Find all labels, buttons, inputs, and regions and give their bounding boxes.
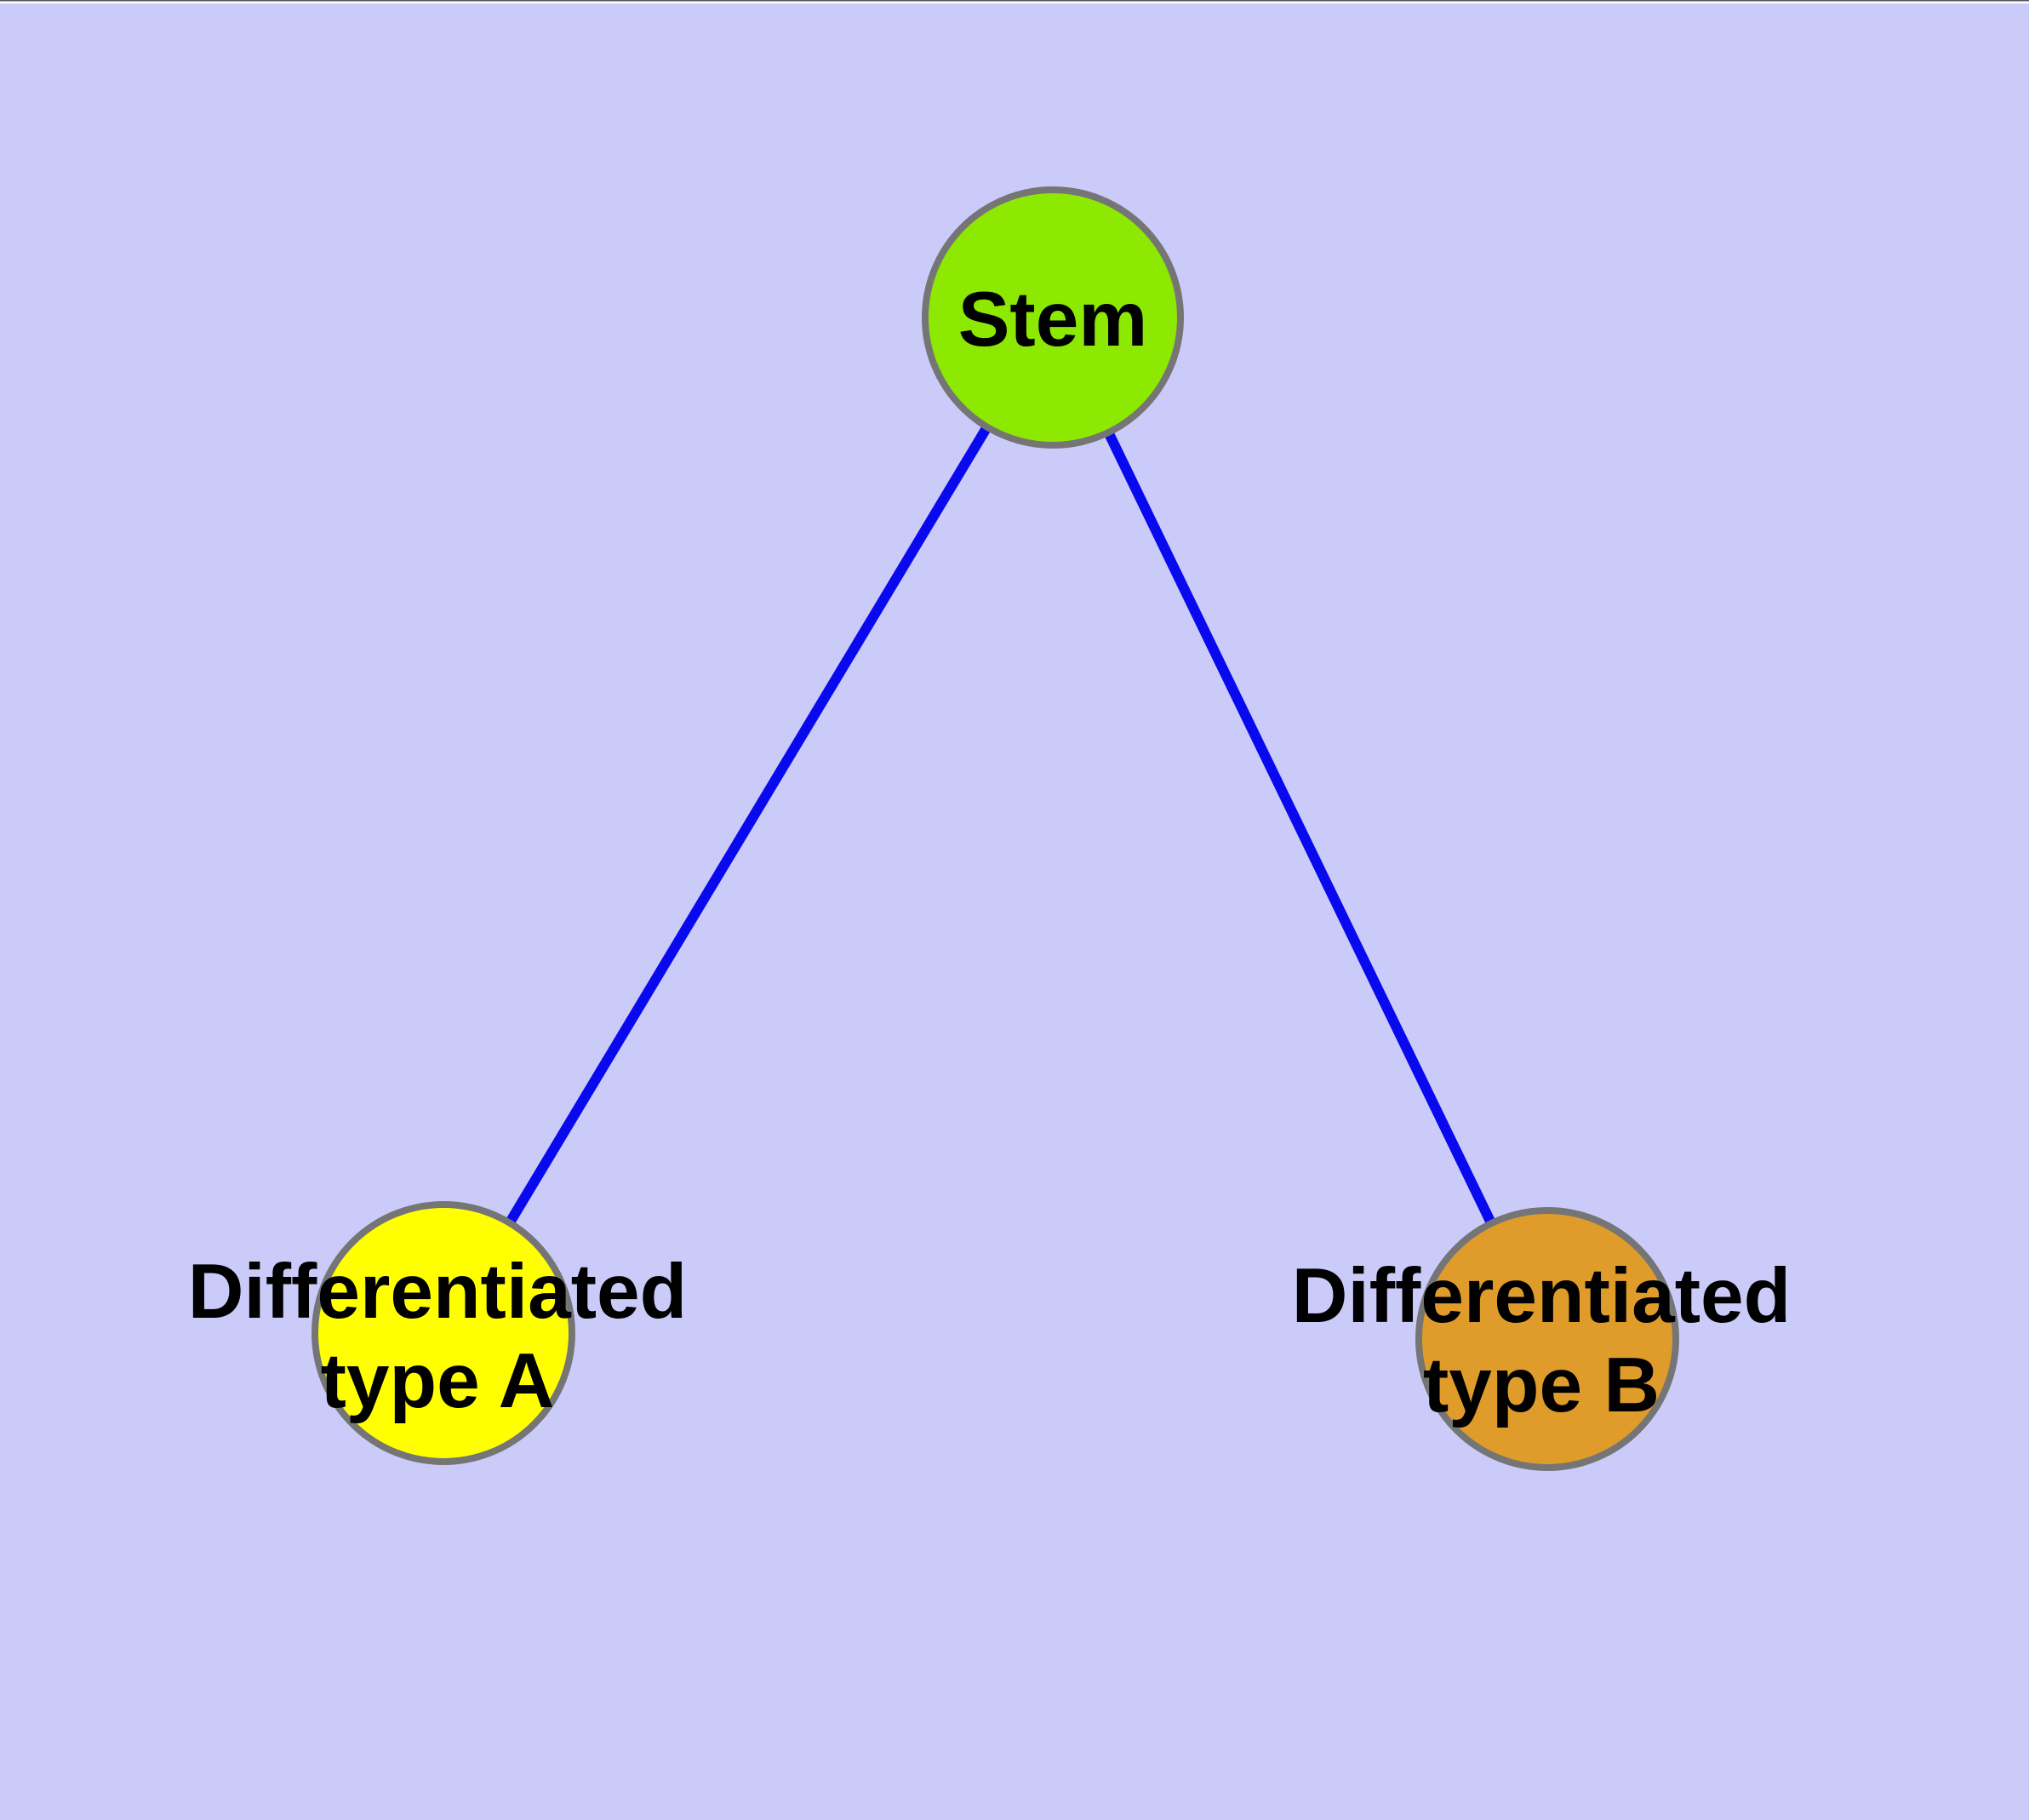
edge-stem-to-type-a [438, 314, 1058, 1336]
edge-stem-to-type-b [1048, 315, 1552, 1342]
node-stem-label: Stem [958, 277, 1148, 363]
node-type-b-label-line1: Differentiated [1292, 1253, 1792, 1339]
node-stem: Stem [922, 186, 1184, 449]
node-type-a-label-line2: type A [321, 1338, 555, 1424]
window-top-edge-strip [0, 1, 2029, 3]
node-differentiated-type-a: Differentiated type A [188, 1201, 688, 1465]
node-type-a-circle [311, 1201, 575, 1465]
node-type-b-label-line2: type B [1423, 1342, 1660, 1428]
node-differentiated-type-b: Differentiated type B [1292, 1207, 1792, 1471]
window-top-edge-line [0, 0, 2029, 2]
node-stem-circle [922, 186, 1184, 449]
node-type-b-circle [1415, 1207, 1679, 1471]
node-type-a-label-line1: Differentiated [188, 1249, 688, 1335]
